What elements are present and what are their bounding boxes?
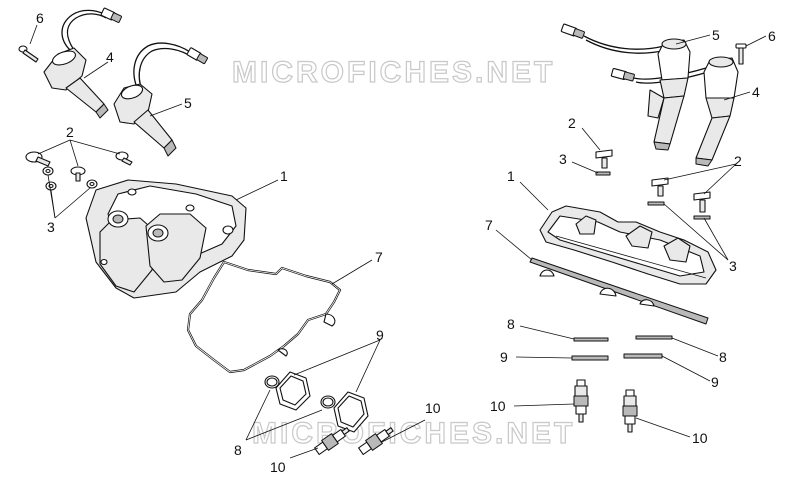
cover-bolts-2-left [25,151,133,182]
leader-lines-left [29,24,426,459]
ignition-coil-4-left [43,7,122,119]
callout-6-left: 6 [36,10,44,26]
screw-6-left [18,45,39,63]
spark-plugs-10-right [573,379,638,433]
callout-5-right: 5 [712,27,720,43]
valve-cover-1-left [85,179,247,299]
callouts-left: 6 4 5 2 3 1 7 9 8 10 10 [36,10,441,475]
callout-10-left-b: 10 [425,400,441,416]
callout-1-right: 1 [507,168,515,184]
callout-10-right-b: 10 [692,430,708,446]
right-assembly: 5 6 4 2 3 2 3 1 7 8 8 9 9 10 10 [485,23,776,446]
spark-plug-seals-9-left [275,371,369,433]
watermark-top: MICROFICHES.NET [232,56,555,89]
callout-6-right: 6 [768,28,776,44]
screw-6-right [735,43,747,65]
callout-10-right-a: 10 [490,398,506,414]
spark-plug-seals-9-right [571,353,663,361]
callout-8-right-a: 8 [507,316,515,332]
callout-2-right-b: 2 [734,153,742,169]
callout-1-left: 1 [280,168,288,184]
washers-3-left [42,166,98,191]
callout-3-right-a: 3 [559,151,567,167]
ignition-coil-5-right [647,38,691,151]
callout-10-left-a: 10 [270,459,286,475]
spark-plugs-10-left [314,427,394,456]
callout-4-left: 4 [106,49,114,65]
callout-8-right-b: 8 [719,349,727,365]
watermark-bottom: MICROFICHES.NET [252,417,575,450]
callout-3-left: 3 [47,219,55,235]
callout-9-right-b: 9 [711,374,719,390]
ignition-coil-4-right [695,56,739,167]
washers-3-right [595,171,711,220]
gasket-7-left [186,260,342,374]
callout-7-right: 7 [485,217,493,233]
callout-9-right-a: 9 [500,349,508,365]
callout-4-right: 4 [752,84,760,100]
left-assembly: 6 4 5 2 3 1 7 9 8 10 10 [18,7,441,475]
leader-lines-right [495,34,767,438]
valve-cover-1-right [539,205,717,285]
o-rings-8-right [573,335,673,342]
callout-8-left: 8 [234,442,242,458]
o-rings-8-left [264,375,336,409]
callout-7-left: 7 [375,249,383,265]
callout-2-left: 2 [66,124,74,140]
callouts-right: 5 6 4 2 3 2 3 1 7 8 8 9 9 10 10 [485,27,776,446]
callout-9-left: 9 [376,327,384,343]
callout-3-right-b: 3 [729,258,737,274]
callout-2-right-a: 2 [568,115,576,131]
callout-5-left: 5 [184,95,192,111]
ignition-coil-5-left [113,42,208,157]
